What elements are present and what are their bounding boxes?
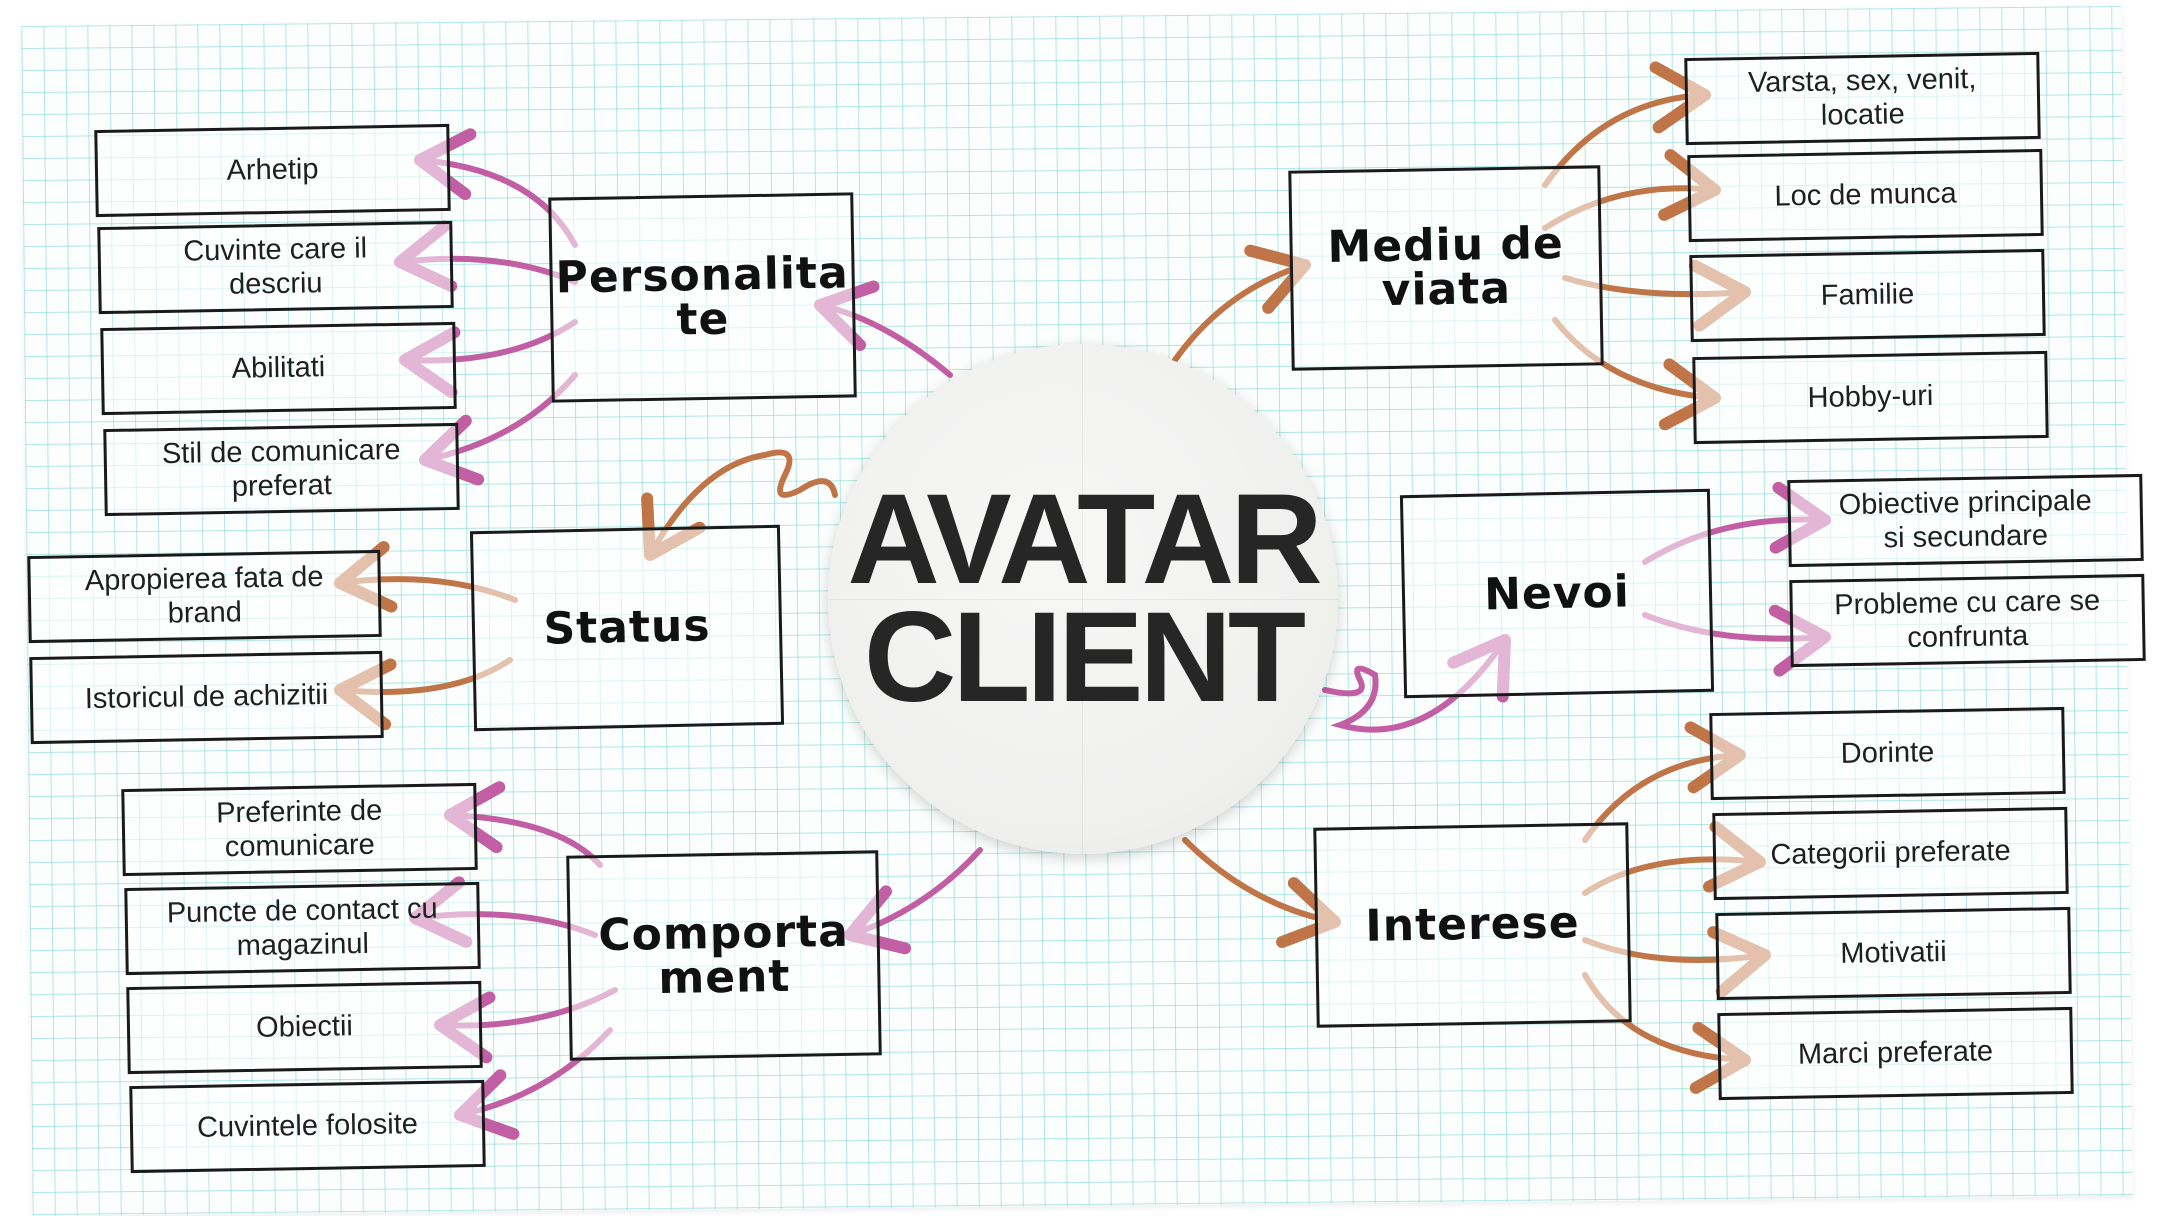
leaf-text: Varsta, sex, venit, locatie — [1747, 63, 1977, 132]
leaf-text: Loc de munca — [1774, 177, 1957, 213]
leaf-varsta-sex-venit-locatie[interactable]: Varsta, sex, venit, locatie — [1684, 51, 2041, 146]
circle-fold-line — [1082, 344, 1083, 854]
arrow-to-nevoi — [1322, 634, 1511, 733]
leaf-text: Stil de comunicare preferat — [161, 434, 401, 503]
leaf-motivatii[interactable]: Motivatii — [1715, 906, 2072, 1001]
leaf-abilitati[interactable]: Abilitati — [100, 321, 457, 416]
category-nevoi[interactable]: Nevoi — [1399, 488, 1715, 699]
center-title-line1: AVATAR — [847, 468, 1322, 612]
category-mediu-label: Mediu de viata — [1327, 217, 1565, 317]
avatar-client-circle[interactable]: AVATAR CLIENT — [828, 344, 1338, 854]
leaf-categorii-preferate[interactable]: Categorii preferate — [1712, 806, 2069, 901]
category-comportament-label: Comporta ment — [597, 905, 850, 1004]
center-title-line2: CLIENT — [863, 586, 1306, 729]
leaf-preferinte-de-comunicare[interactable]: Preferinte de comunicare — [121, 782, 478, 877]
leaf-text: Familie — [1820, 278, 1915, 312]
category-status[interactable]: Status — [469, 524, 785, 732]
leaf-obiectii[interactable]: Obiectii — [126, 980, 483, 1075]
leaf-cuvintele-folosite[interactable]: Cuvintele folosite — [129, 1079, 486, 1174]
leaf-arhetip[interactable]: Arhetip — [94, 123, 451, 218]
category-personalitate-label: Personalita te — [555, 246, 850, 345]
arrow-to-interese — [1182, 837, 1341, 948]
leaf-text: Arhetip — [226, 153, 319, 187]
leaf-hobby-uri[interactable]: Hobby-uri — [1692, 350, 2049, 445]
leaf-istoricul-de-achizitii[interactable]: Istoricul de achizitii — [29, 650, 384, 745]
leaf-familie[interactable]: Familie — [1689, 248, 2046, 343]
category-status-label: Status — [542, 600, 711, 655]
leaf-stil-de-comunicare[interactable]: Stil de comunicare preferat — [103, 422, 460, 517]
category-personalitate[interactable]: Personalita te — [548, 192, 857, 403]
leaf-text: Marci preferate — [1797, 1035, 1994, 1071]
leaf-text: Motivatii — [1840, 935, 1947, 970]
leaf-dorinte[interactable]: Dorinte — [1709, 706, 2066, 801]
category-mediu-de-viata[interactable]: Mediu de viata — [1288, 165, 1604, 371]
leaf-text: Obiective principale si secundare — [1838, 484, 2092, 554]
leaf-apropierea-fata-de-brand[interactable]: Apropierea fata de brand — [27, 549, 382, 644]
arrow-to-mediu — [1172, 244, 1311, 363]
leaf-marci-preferate[interactable]: Marci preferate — [1717, 1006, 2074, 1101]
leaf-text: Puncte de contact cu magazinul — [166, 892, 438, 962]
leaf-text: Dorinte — [1840, 736, 1935, 770]
leaf-text: Categorii preferate — [1770, 834, 2011, 871]
leaf-text: Obiectii — [255, 1009, 354, 1044]
leaf-text: Preferinte de comunicare — [215, 794, 383, 863]
category-interese[interactable]: Interese — [1313, 822, 1632, 1028]
leaf-text: Abilitati — [231, 351, 326, 385]
leaf-text: Probleme cu care se confrunta — [1833, 584, 2101, 654]
arrow-to-status — [641, 449, 838, 561]
leaf-text: Cuvintele folosite — [196, 1107, 419, 1144]
leaf-probleme-cu-care-se-confrunta[interactable]: Probleme cu care se confrunta — [1789, 573, 2146, 668]
leaf-obiective-principale[interactable]: Obiective principale si secundare — [1787, 473, 2144, 568]
category-nevoi-label: Nevoi — [1483, 565, 1631, 621]
leaf-puncte-de-contact[interactable]: Puncte de contact cu magazinul — [124, 881, 481, 976]
leaf-loc-de-munca[interactable]: Loc de munca — [1687, 148, 2044, 243]
category-comportament[interactable]: Comporta ment — [566, 850, 882, 1061]
leaf-text: Hobby-uri — [1807, 379, 1934, 414]
circle-fold-line — [828, 599, 1338, 600]
leaf-text: Apropierea fata de brand — [84, 561, 324, 630]
category-interese-label: Interese — [1364, 897, 1580, 952]
leaf-text: Cuvinte care il descriu — [183, 232, 368, 301]
leaf-text: Istoricul de achizitii — [84, 678, 329, 715]
leaf-cuvinte-care-il-descriu[interactable]: Cuvinte care il descriu — [97, 220, 454, 315]
